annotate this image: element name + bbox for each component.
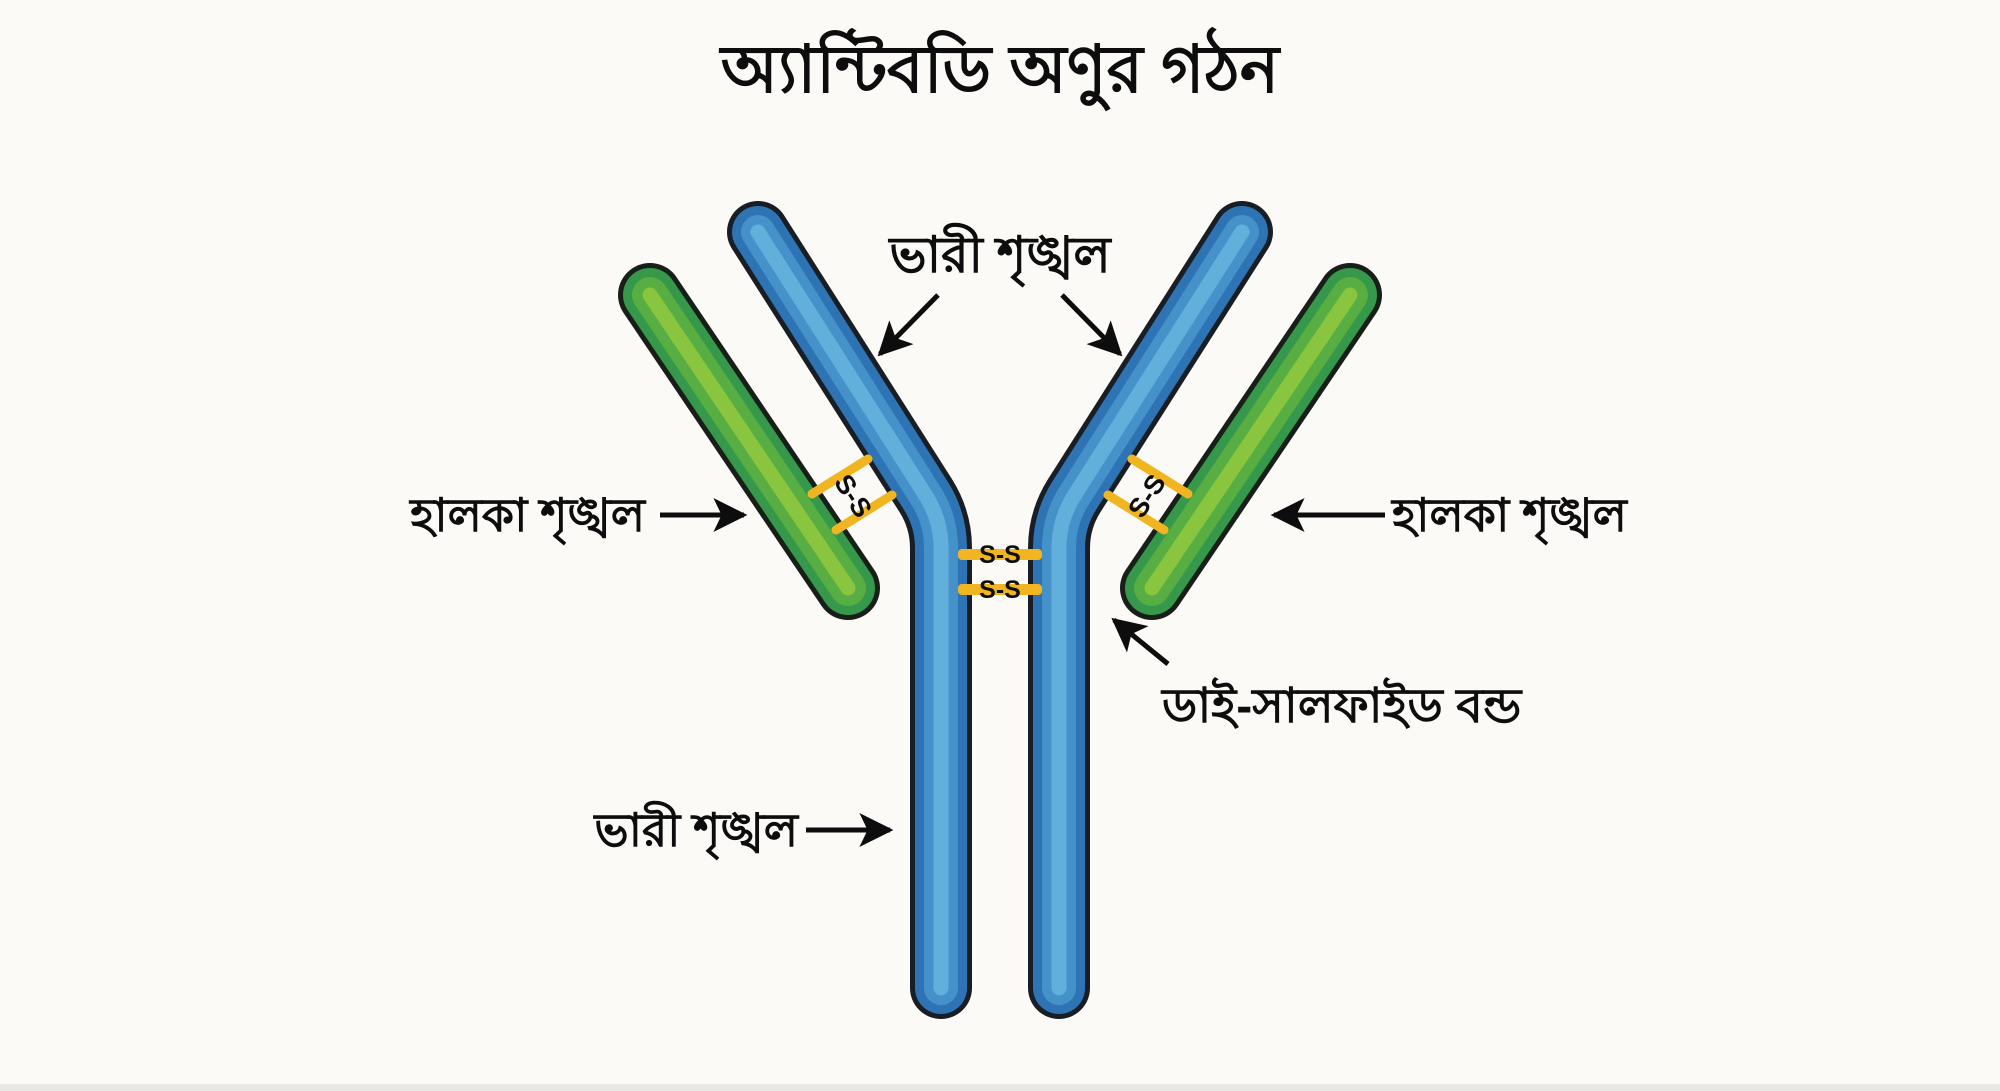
disulfide-bond-bar: [1103, 490, 1169, 535]
right-light-chain: [1120, 263, 1382, 620]
hinge-disulfide-bonds: S-S S-S: [958, 541, 1042, 604]
left-light-chain-highlight: [642, 287, 856, 596]
light-chain-left-label: হালকা শৃঙ্খল: [408, 489, 647, 546]
heavy-chain-bottom-label: ভারী শৃঙ্খল: [592, 800, 799, 861]
light-chain-right-label: হালকা শৃঙ্খল: [1390, 489, 1629, 546]
disulfide-bond-bar: [1127, 454, 1193, 499]
diagram-title: অ্যান্টিবডি অণুর গঠন: [719, 26, 1282, 112]
disulfide-bond-text-label: ডাই-সালফাইড বন্ড: [1160, 677, 1523, 733]
right-light-chain-highlight: [1144, 287, 1358, 596]
disulfide-bond-arrow: [1111, 617, 1170, 666]
heavy-chain-top-left-arrow: [877, 293, 940, 357]
heavy-chain-top-label: ভারী শৃঙ্খল: [887, 222, 1112, 288]
disulfide-bond-bar: [831, 490, 897, 535]
right-heavy-chain: [1028, 201, 1273, 1019]
heavy-chain-top-right-arrow: [1060, 293, 1123, 357]
annotation-arrows: [660, 293, 1385, 848]
left-light-chain: [618, 263, 880, 620]
left-heavy-chain: [727, 201, 972, 1019]
disulfide-bond-label: S-S: [979, 576, 1021, 604]
left-heavy-chain-highlight: [750, 224, 949, 996]
right-heavy-chain-highlight: [1051, 224, 1250, 996]
disulfide-bond-bar: [807, 454, 873, 499]
disulfide-bond-label: S-S: [979, 541, 1021, 569]
disulfide-bond-bar: [958, 549, 1042, 560]
bottom-edge-strip: [0, 1084, 2000, 1091]
disulfide-bond-bar: [958, 584, 1042, 595]
